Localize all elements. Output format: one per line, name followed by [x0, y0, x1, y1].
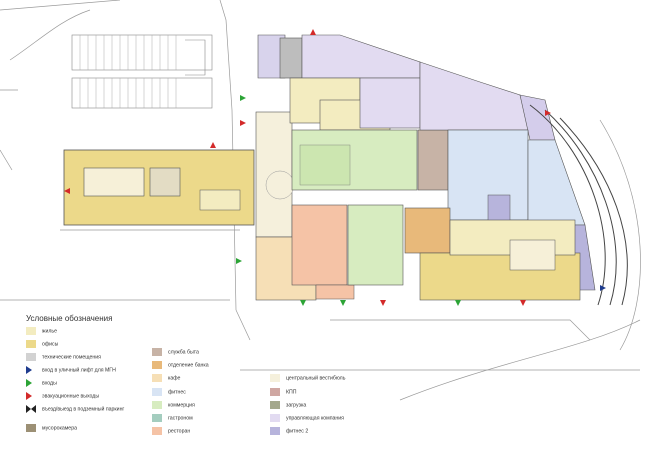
legend-label: въезд/выезд в подземный паркинг: [42, 406, 125, 413]
legend-item-fitness-2: фитнес 2: [270, 427, 308, 436]
legend-item-evacuation: эвакуационные выходы: [26, 392, 99, 401]
commerce-swatch: [152, 401, 162, 409]
legend-item-lift-entrance: вход в уличный лифт для МГН: [26, 366, 116, 375]
central-vestibule: [255, 111, 295, 238]
legend-label: гастроном: [168, 415, 193, 422]
garbage-swatch: [26, 424, 36, 432]
east-block: [419, 61, 596, 291]
fitness-2-swatch: [270, 427, 280, 435]
legend-label: эвакуационные выходы: [42, 393, 100, 400]
legend-title: Условные обозначения: [26, 314, 113, 323]
south-east-block: [404, 207, 581, 301]
legend-label: служба быта: [168, 349, 199, 356]
grocery-swatch: [152, 414, 162, 422]
legend-item-management: управляющая компания: [270, 414, 344, 423]
entrance-markers: [64, 29, 606, 306]
fitness-swatch: [152, 388, 162, 396]
legend-item-entrances: входы: [26, 379, 57, 388]
legend-label: технические помещения: [42, 354, 101, 361]
legend-item-service: служба быта: [152, 348, 199, 357]
site-lines: [0, 0, 641, 401]
vestibule-swatch: [270, 374, 280, 382]
legend-item-vestibule: центральный вестибюль: [270, 374, 345, 383]
legend-label: КПП: [286, 389, 297, 396]
legend-item-technical: технические помещения: [26, 353, 101, 362]
legend-item-offices: офисы: [26, 340, 58, 349]
legend-item-garbage: мусорокамера: [26, 424, 77, 433]
commerce-block: [291, 129, 449, 191]
legend-label: жилье: [42, 328, 57, 335]
legend-label: загрузка: [286, 402, 307, 409]
service-swatch: [152, 348, 162, 356]
legend-label: фитнес: [168, 389, 186, 396]
legend-item-fitness: фитнес: [152, 388, 186, 397]
legend-item-grocery: гастроном: [152, 414, 193, 423]
legend-item-loading: загрузка: [270, 401, 306, 410]
legend-item-housing: жилье: [26, 327, 57, 336]
curved-edge: [529, 104, 628, 306]
south-west-block: [255, 204, 404, 301]
green-triangle-icon: [26, 379, 36, 387]
loading-swatch: [270, 401, 280, 409]
legend-label: центральный вестибюль: [286, 375, 346, 382]
west-wing: [63, 149, 255, 226]
legend-label: отделение банка: [168, 362, 209, 369]
parking-arrow-icon: [26, 405, 36, 413]
restaurant-swatch: [152, 427, 162, 435]
checkpoint-swatch: [270, 388, 280, 396]
legend-label: ресторан: [168, 428, 191, 435]
legend-item-bank: отделение банка: [152, 361, 209, 370]
red-triangle-icon: [26, 392, 36, 400]
bank-swatch: [152, 361, 162, 369]
legend-label: входы: [42, 380, 57, 387]
housing-swatch: [26, 327, 36, 335]
legend-label: вход в уличный лифт для МГН: [42, 367, 116, 374]
legend-item-commerce: коммерция: [152, 401, 195, 410]
parking-stalls: [79, 35, 177, 108]
legend-label: кафе: [168, 375, 181, 382]
legend-label: офисы: [42, 341, 59, 348]
cafe-swatch: [152, 374, 162, 382]
north-block: [257, 34, 421, 131]
blue-triangle-icon: [26, 366, 36, 374]
legend-item-restaurant: ресторан: [152, 427, 190, 436]
legend-item-parking: въезд/выезд в подземный паркинг: [26, 405, 124, 414]
legend-label: мусорокамера: [42, 425, 77, 432]
legend-item-cafe: кафе: [152, 374, 180, 383]
technical-swatch: [26, 353, 36, 361]
parking-lot: [71, 34, 213, 109]
management-swatch: [270, 414, 280, 422]
legend-label: управляющая компания: [286, 415, 344, 422]
legend-item-checkpoint: КПП: [270, 388, 296, 397]
offices-swatch: [26, 340, 36, 348]
legend-label: коммерция: [168, 402, 195, 409]
legend-label: фитнес 2: [286, 428, 309, 435]
